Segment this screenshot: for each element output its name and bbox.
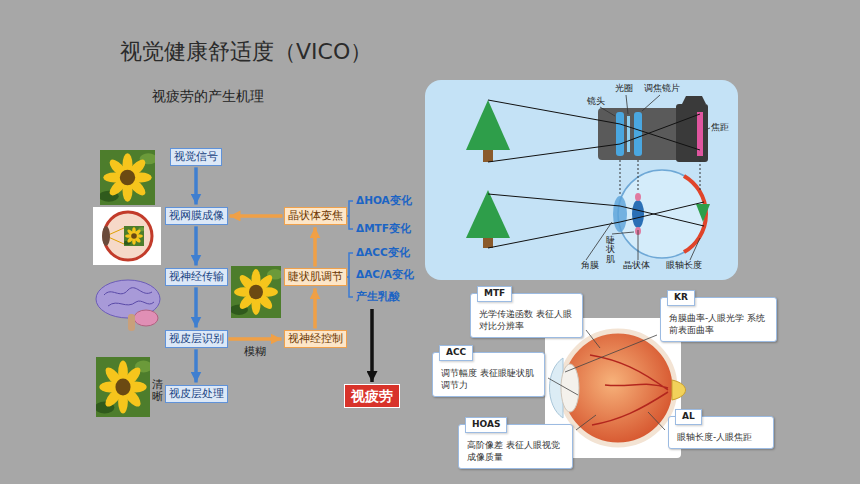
box-label: 视皮层处理 [169,387,224,402]
process-box: 视皮层处理 [165,385,228,404]
callout-heading: KR [667,290,695,306]
process-box: 视觉信号 [170,148,222,167]
leader-line [548,330,665,430]
box-label: 晶状体变焦 [288,209,343,224]
callout-body: 高阶像差 表征人眼视觉成像质量 [467,439,566,463]
box-label: 视疲劳 [351,387,393,405]
box-label: 视网膜成像 [169,209,224,224]
callout-body: 角膜曲率-人眼光学 系统前表面曲率 [669,312,770,336]
blurred-flower-photo [230,266,283,318]
callout-body: 调节幅度 表征眼睫状肌调节力 [441,367,538,391]
result-box: 视疲劳 [344,384,400,408]
callout-heading: MTF [477,286,512,302]
text-label: 视疲劳的产生机理 [152,88,264,106]
flow-arrow [194,287,198,327]
eye-lens [561,364,579,412]
tree-trunk [483,150,493,162]
text-label: 角膜 [581,260,599,272]
callout-heading: AL [675,409,702,425]
fatigue-arrow [370,309,374,382]
flow-arrow [230,214,283,218]
retina-image [124,226,145,246]
callout-heading: HOAS [465,417,507,433]
text-label: 眼轴长度 [666,260,702,272]
flow-arrow [194,167,198,204]
brain-fold [104,288,154,306]
sharp-flower-photo [95,357,152,417]
text-label: 清晰 [152,379,163,403]
light-ray [488,194,704,248]
text-label: 光圈 [615,83,633,95]
callout-box: MTF光学传递函数 表征人眼对比分辨率 [470,293,583,338]
tree [466,190,510,238]
callout-body: 眼轴长度-人眼焦距 [677,431,767,443]
retina-image [696,204,710,222]
callout-box: HOAS高阶像差 表征人眼视觉成像质量 [458,424,573,469]
callout-box: ACC调节幅度 表征眼睫状肌调节力 [432,352,545,397]
control-box: 视神经控制 [284,330,347,349]
text-label: 产生乳酸 [356,290,400,304]
eye-lens [632,200,644,228]
eye-lens [102,226,110,246]
camera-aperture [627,116,630,152]
text-label: 调焦镜片 [644,83,680,95]
tree [466,100,510,150]
page-title: 视觉健康舒适度（VICO） [120,37,372,67]
process-box: 视皮层识别 [165,330,228,349]
callout-body: 光学传递函数 表征人眼对比分辨率 [479,308,576,332]
eyeball [561,331,675,445]
box-label: 视皮层识别 [169,332,224,347]
box-label: 视神经控制 [288,332,343,347]
callout-box: KR角膜曲率-人眼光学 系统前表面曲率 [660,297,777,342]
camera-lens-barrel [598,108,680,160]
text-label: 睫状肌 [606,236,615,264]
leader-line [586,95,710,260]
callout-heading: ACC [439,345,473,361]
box-label: 睫状肌调节 [288,270,343,285]
cerebellum [134,310,158,326]
box-label: 视觉信号 [174,150,218,165]
process-box: 视网膜成像 [165,207,228,226]
control-box: 晶状体变焦 [284,207,347,226]
eyeball [618,170,706,258]
eyeball [104,212,152,260]
blood-vessel [590,355,668,425]
flow-arrow [313,288,317,328]
cornea [613,196,627,232]
light-ray [488,100,700,162]
process-box: 视神经传输 [165,268,228,287]
flow-arrow [194,226,198,265]
bracket [347,201,353,229]
camera-viewfinder [682,96,706,104]
tree-trunk [483,238,493,248]
illustration-panel [425,80,738,280]
flower-photo [99,150,157,205]
ciliary-muscle [635,193,641,201]
control-box: 睫状肌调节 [284,268,347,287]
text-label: 焦距 [711,122,729,134]
brain-stem [128,314,135,331]
text-label: ΔACC变化 [356,246,410,260]
text-label: ΔHOA变化 [356,194,412,208]
bracket [347,253,353,297]
edge-label: 模糊 [244,343,266,358]
text-label: 晶状体 [623,260,650,272]
camera-body [676,104,708,162]
text-label: 镜头 [587,96,605,108]
eye-photo-ground [93,207,161,265]
flow-arrow [229,337,282,341]
text-label: ΔAC/A变化 [356,268,414,282]
box-label: 视神经传输 [169,270,224,285]
callout-box: AL眼轴长度-人眼焦距 [668,416,774,449]
correspondence-line [620,160,700,194]
flow-arrow [313,227,317,266]
flow-arrow [194,349,198,382]
camera-lens [616,112,624,156]
focus-lens [634,112,642,156]
text-label: ΔMTF变化 [356,222,411,236]
optic-nerve [672,380,686,400]
